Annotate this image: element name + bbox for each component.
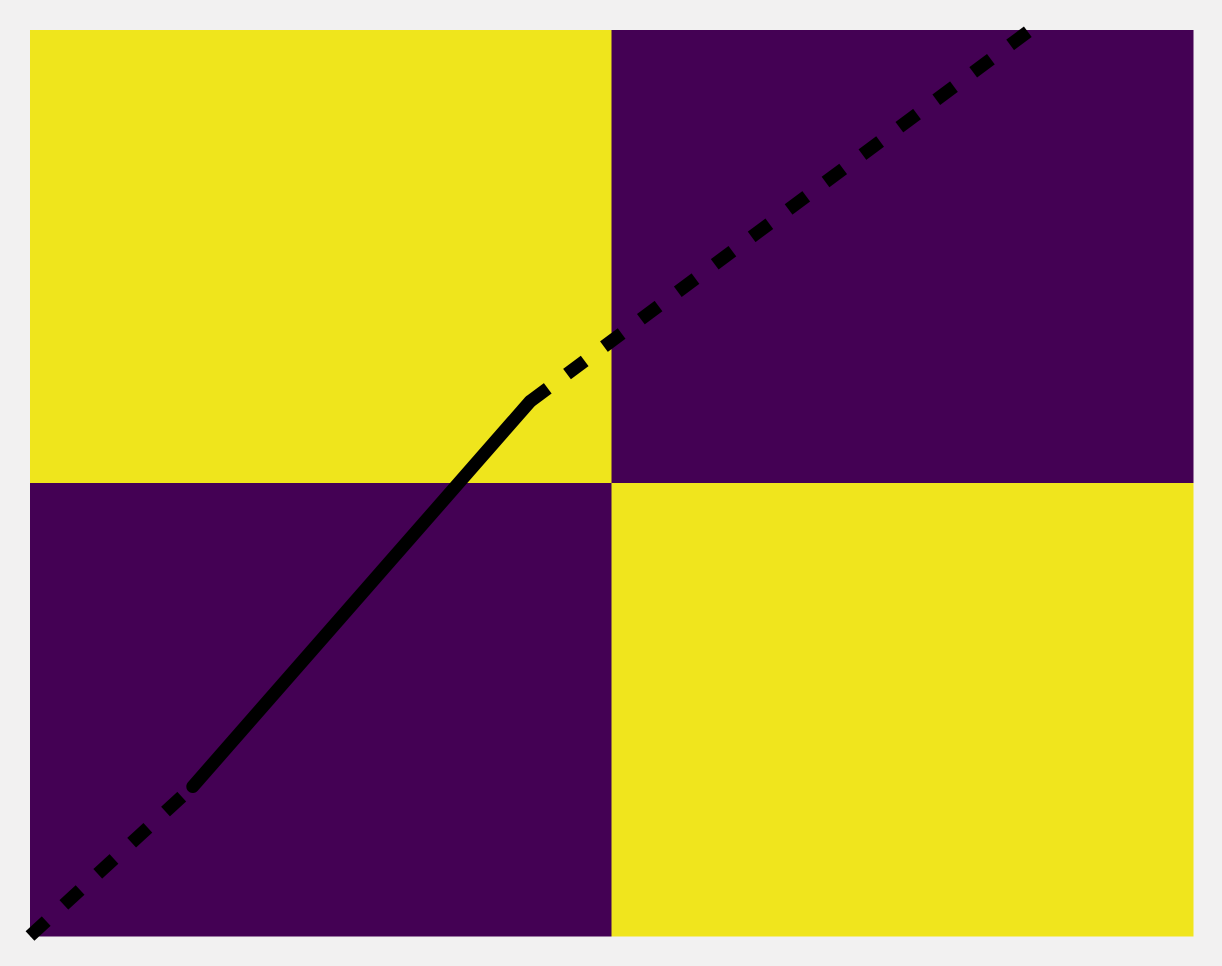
heatmap-cell-r1-c0 (30, 483, 612, 937)
heatmap-cell-r0-c0 (30, 30, 612, 484)
overlay-line-segment-2 (526, 24, 1035, 407)
overlay-line-segment-0 (25, 781, 198, 941)
overlay-line (25, 24, 1035, 941)
overlay-line-segment-1 (186, 394, 537, 794)
heatmap-cell-r1-c1 (611, 483, 1194, 937)
heatmap-cell-r0-c1 (611, 30, 1194, 484)
heatmap-cells (30, 30, 1194, 937)
